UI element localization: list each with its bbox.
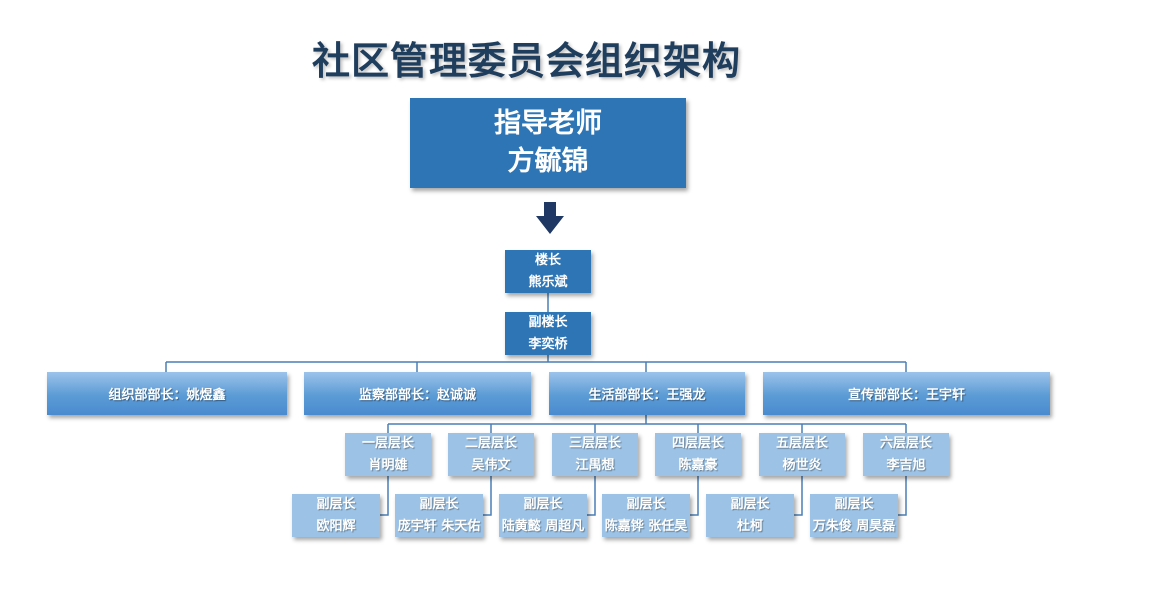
floor-deputy-names: 欧阳辉 bbox=[316, 518, 356, 534]
building-head-name: 熊乐斌 bbox=[528, 274, 568, 290]
floor-head-name: 江禺想 bbox=[575, 457, 615, 473]
building-head-box: 楼长 熊乐斌 bbox=[505, 250, 591, 293]
floor-deputy-role: 副层长 bbox=[523, 496, 563, 512]
floor-deputy-names: 陆黄懿 周超凡 bbox=[501, 518, 585, 534]
floor-head-role: 二层层长 bbox=[464, 435, 517, 451]
dept-organization-box: 组织部部长：姚煜鑫 bbox=[47, 372, 287, 415]
floor-deputy-names: 杜柯 bbox=[736, 518, 763, 534]
down-arrow-icon bbox=[536, 202, 564, 234]
floor-5-head-box: 五层层长 杨世炎 bbox=[759, 433, 845, 476]
floor-deputy-role: 副层长 bbox=[316, 496, 356, 512]
floor-5-deputy-box: 副层长 杜柯 bbox=[706, 494, 794, 537]
floor-6-deputy-box: 副层长 万朱俊 周昊磊 bbox=[810, 494, 898, 537]
advisor-name: 方毓锦 bbox=[507, 146, 589, 177]
advisor-role: 指导老师 bbox=[494, 108, 602, 139]
dept-supervision-box: 监察部部长：赵诚诚 bbox=[304, 372, 531, 415]
dept-label: 宣传部部长：王宇轩 bbox=[847, 388, 965, 403]
floor-4-deputy-box: 副层长 陈嘉铧 张任昊 bbox=[602, 494, 690, 537]
floor-head-role: 一层层长 bbox=[361, 435, 414, 451]
floor-head-name: 吴伟文 bbox=[471, 457, 511, 473]
deputy-head-role: 副楼长 bbox=[528, 314, 568, 330]
floor-head-role: 五层层长 bbox=[775, 435, 828, 451]
floor-3-head-box: 三层层长 江禺想 bbox=[552, 433, 638, 476]
advisor-box: 指导老师 方毓锦 bbox=[410, 98, 686, 188]
floor-deputy-names: 庞宇轩 朱天佑 bbox=[397, 518, 481, 534]
deputy-head-box: 副楼长 李奕桥 bbox=[505, 312, 591, 355]
dept-label: 监察部部长：赵诚诚 bbox=[358, 388, 476, 403]
floor-deputy-role: 副层长 bbox=[730, 496, 770, 512]
floor-deputy-names: 陈嘉铧 张任昊 bbox=[604, 518, 688, 534]
floor-deputy-role: 副层长 bbox=[834, 496, 874, 512]
floor-head-role: 六层层长 bbox=[879, 435, 932, 451]
floor-head-role: 四层层长 bbox=[671, 435, 724, 451]
floor-head-name: 陈嘉豪 bbox=[678, 457, 718, 473]
floor-3-deputy-box: 副层长 陆黄懿 周超凡 bbox=[499, 494, 587, 537]
floor-6-head-box: 六层层长 李吉旭 bbox=[863, 433, 949, 476]
dept-life-box: 生活部部长：王强龙 bbox=[549, 372, 745, 415]
floor-deputy-names: 万朱俊 周昊磊 bbox=[812, 518, 896, 534]
dept-publicity-box: 宣传部部长：王宇轩 bbox=[763, 372, 1050, 415]
floor-1-head-box: 一层层长 肖明雄 bbox=[345, 433, 431, 476]
floor-2-deputy-box: 副层长 庞宇轩 朱天佑 bbox=[395, 494, 483, 537]
floor-head-name: 李吉旭 bbox=[886, 457, 926, 473]
dept-label: 组织部部长：姚煜鑫 bbox=[108, 388, 226, 403]
building-head-role: 楼长 bbox=[534, 252, 561, 268]
floor-head-role: 三层层长 bbox=[568, 435, 621, 451]
floor-4-head-box: 四层层长 陈嘉豪 bbox=[655, 433, 741, 476]
page-title: 社区管理委员会组织架构 bbox=[312, 39, 742, 83]
dept-label: 生活部部长：王强龙 bbox=[588, 388, 706, 403]
floor-2-head-box: 二层层长 吴伟文 bbox=[448, 433, 534, 476]
floor-head-name: 杨世炎 bbox=[782, 457, 822, 473]
floor-1-deputy-box: 副层长 欧阳辉 bbox=[292, 494, 380, 537]
floor-deputy-role: 副层长 bbox=[626, 496, 666, 512]
floor-deputy-role: 副层长 bbox=[419, 496, 459, 512]
deputy-head-name: 李奕桥 bbox=[528, 336, 568, 352]
floor-head-name: 肖明雄 bbox=[368, 457, 408, 473]
